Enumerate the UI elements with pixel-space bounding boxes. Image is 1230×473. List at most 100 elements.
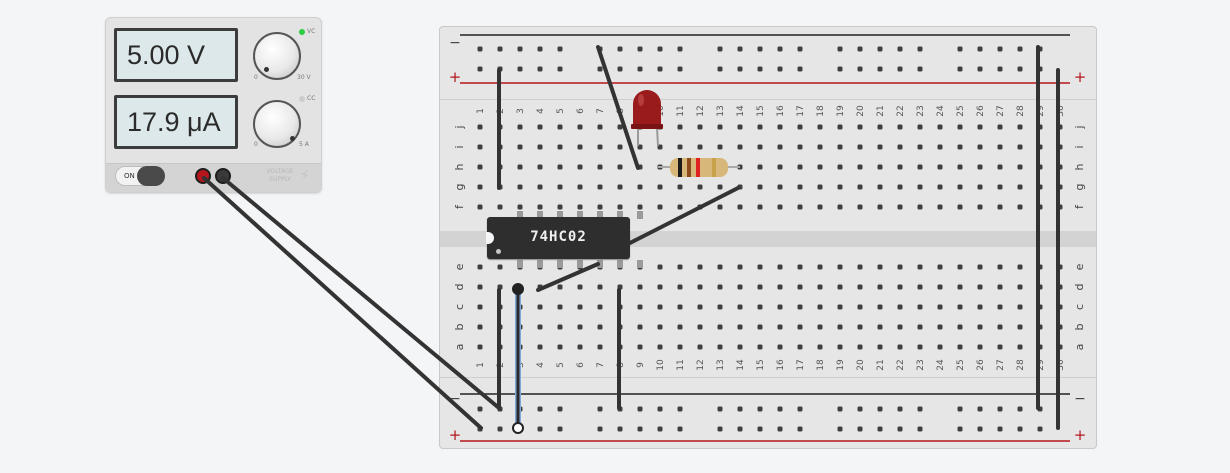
grid-hole[interactable] bbox=[897, 304, 903, 310]
grid-hole[interactable] bbox=[757, 324, 763, 330]
rail-hole[interactable] bbox=[557, 426, 563, 432]
rail-hole[interactable] bbox=[897, 426, 903, 432]
positive-terminal[interactable] bbox=[195, 168, 211, 184]
rail-hole[interactable] bbox=[737, 406, 743, 412]
rail-hole[interactable] bbox=[557, 46, 563, 52]
grid-hole[interactable] bbox=[897, 324, 903, 330]
rail-hole[interactable] bbox=[797, 426, 803, 432]
grid-hole[interactable] bbox=[677, 324, 683, 330]
grid-hole[interactable] bbox=[897, 344, 903, 350]
grid-hole[interactable] bbox=[1037, 124, 1043, 130]
grid-hole[interactable] bbox=[1057, 324, 1063, 330]
rail-hole[interactable] bbox=[497, 66, 503, 72]
rail-hole[interactable] bbox=[717, 426, 723, 432]
grid-hole[interactable] bbox=[537, 284, 543, 290]
grid-hole[interactable] bbox=[1017, 304, 1023, 310]
rail-hole[interactable] bbox=[737, 66, 743, 72]
grid-hole[interactable] bbox=[897, 284, 903, 290]
grid-hole[interactable] bbox=[537, 124, 543, 130]
grid-hole[interactable] bbox=[677, 284, 683, 290]
rail-hole[interactable] bbox=[617, 66, 623, 72]
rail-hole[interactable] bbox=[557, 66, 563, 72]
rail-hole[interactable] bbox=[477, 46, 483, 52]
voltage-knob[interactable] bbox=[253, 32, 301, 80]
grid-hole[interactable] bbox=[497, 264, 503, 270]
grid-hole[interactable] bbox=[497, 304, 503, 310]
grid-hole[interactable] bbox=[797, 304, 803, 310]
grid-hole[interactable] bbox=[717, 184, 723, 190]
grid-hole[interactable] bbox=[837, 284, 843, 290]
grid-hole[interactable] bbox=[1037, 304, 1043, 310]
grid-hole[interactable] bbox=[477, 284, 483, 290]
grid-hole[interactable] bbox=[697, 304, 703, 310]
rail-hole[interactable] bbox=[677, 46, 683, 52]
grid-hole[interactable] bbox=[677, 144, 683, 150]
grid-hole[interactable] bbox=[537, 184, 543, 190]
rail-hole[interactable] bbox=[897, 46, 903, 52]
grid-hole[interactable] bbox=[617, 144, 623, 150]
grid-hole[interactable] bbox=[1037, 264, 1043, 270]
rail-hole[interactable] bbox=[717, 46, 723, 52]
power-supply[interactable]: 5.00 V 17.9 μA VC 0 30 V CC 0 5 A ON VOL… bbox=[105, 17, 322, 193]
grid-hole[interactable] bbox=[937, 204, 943, 210]
grid-hole[interactable] bbox=[997, 284, 1003, 290]
grid-hole[interactable] bbox=[857, 284, 863, 290]
grid-hole[interactable] bbox=[817, 164, 823, 170]
grid-hole[interactable] bbox=[1037, 204, 1043, 210]
grid-hole[interactable] bbox=[497, 144, 503, 150]
grid-hole[interactable] bbox=[537, 304, 543, 310]
breadboard-holes[interactable]: −++−−++123456789101112131415161718192021… bbox=[440, 27, 1098, 450]
grid-hole[interactable] bbox=[657, 284, 663, 290]
grid-hole[interactable] bbox=[1057, 344, 1063, 350]
grid-hole[interactable] bbox=[597, 284, 603, 290]
grid-hole[interactable] bbox=[617, 204, 623, 210]
grid-hole[interactable] bbox=[737, 324, 743, 330]
rail-hole[interactable] bbox=[957, 66, 963, 72]
grid-hole[interactable] bbox=[597, 124, 603, 130]
rail-hole[interactable] bbox=[497, 406, 503, 412]
grid-hole[interactable] bbox=[697, 144, 703, 150]
grid-hole[interactable] bbox=[877, 304, 883, 310]
grid-hole[interactable] bbox=[917, 304, 923, 310]
grid-hole[interactable] bbox=[1037, 284, 1043, 290]
grid-hole[interactable] bbox=[937, 324, 943, 330]
grid-hole[interactable] bbox=[817, 184, 823, 190]
grid-hole[interactable] bbox=[857, 304, 863, 310]
grid-hole[interactable] bbox=[717, 344, 723, 350]
grid-hole[interactable] bbox=[977, 144, 983, 150]
rail-hole[interactable] bbox=[857, 46, 863, 52]
grid-hole[interactable] bbox=[477, 344, 483, 350]
rail-hole[interactable] bbox=[797, 46, 803, 52]
negative-terminal[interactable] bbox=[215, 168, 231, 184]
grid-hole[interactable] bbox=[897, 204, 903, 210]
grid-hole[interactable] bbox=[837, 304, 843, 310]
grid-hole[interactable] bbox=[777, 324, 783, 330]
grid-hole[interactable] bbox=[837, 264, 843, 270]
rail-hole[interactable] bbox=[777, 406, 783, 412]
grid-hole[interactable] bbox=[477, 184, 483, 190]
grid-hole[interactable] bbox=[517, 124, 523, 130]
grid-hole[interactable] bbox=[637, 164, 643, 170]
grid-hole[interactable] bbox=[757, 184, 763, 190]
rail-hole[interactable] bbox=[497, 46, 503, 52]
grid-hole[interactable] bbox=[557, 144, 563, 150]
rail-hole[interactable] bbox=[997, 66, 1003, 72]
rail-hole[interactable] bbox=[1037, 406, 1043, 412]
grid-hole[interactable] bbox=[797, 344, 803, 350]
rail-hole[interactable] bbox=[477, 66, 483, 72]
grid-hole[interactable] bbox=[997, 344, 1003, 350]
rail-hole[interactable] bbox=[957, 426, 963, 432]
grid-hole[interactable] bbox=[477, 164, 483, 170]
grid-hole[interactable] bbox=[657, 304, 663, 310]
grid-hole[interactable] bbox=[1017, 164, 1023, 170]
grid-hole[interactable] bbox=[657, 204, 663, 210]
grid-hole[interactable] bbox=[617, 284, 623, 290]
grid-hole[interactable] bbox=[617, 124, 623, 130]
rail-hole[interactable] bbox=[617, 46, 623, 52]
rail-hole[interactable] bbox=[757, 46, 763, 52]
grid-hole[interactable] bbox=[877, 124, 883, 130]
grid-hole[interactable] bbox=[817, 204, 823, 210]
grid-hole[interactable] bbox=[777, 304, 783, 310]
grid-hole[interactable] bbox=[757, 264, 763, 270]
grid-hole[interactable] bbox=[717, 304, 723, 310]
